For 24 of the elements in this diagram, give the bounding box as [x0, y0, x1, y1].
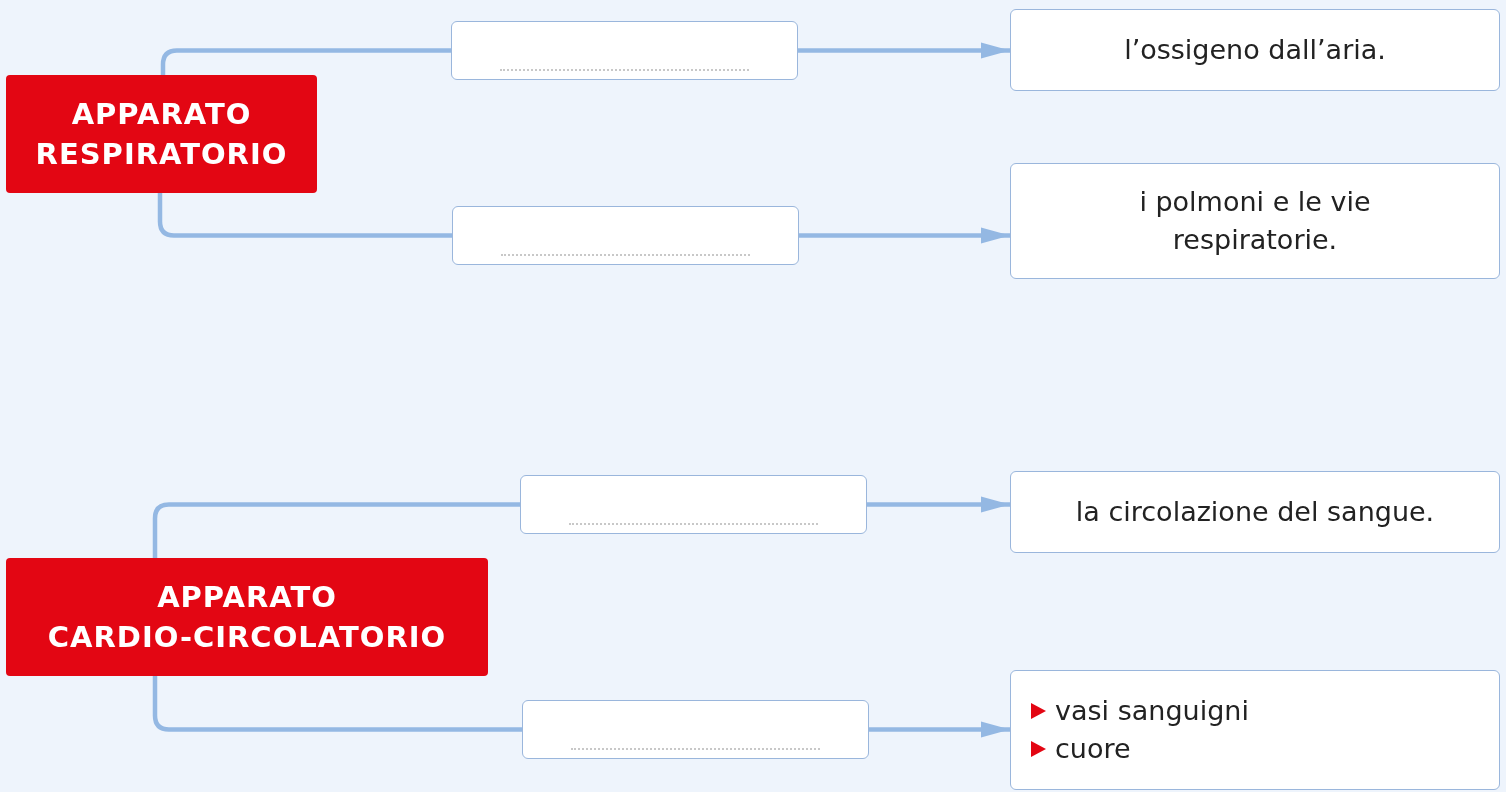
answer-text: la circolazione del sangue. — [1075, 495, 1435, 530]
arrow — [798, 42, 1010, 59]
fill-in-box — [452, 206, 799, 265]
answer-text: i polmoni e le vie respiratorie. — [1138, 185, 1372, 257]
answer-box — [1010, 9, 1500, 91]
answer-box — [1010, 163, 1500, 279]
heading-text: APPARATO RESPIRATORIO — [34, 96, 289, 173]
answer-box — [1010, 471, 1500, 553]
title-box — [6, 558, 488, 676]
arrow — [869, 721, 1010, 738]
answer-box — [1010, 670, 1500, 790]
bullet-item: cuore — [1029, 730, 1131, 768]
title-box — [6, 75, 317, 193]
fill-in-box — [520, 475, 867, 534]
arrow — [867, 496, 1010, 513]
heading-text: APPARATO CARDIO-CIRCOLATORIO — [46, 579, 448, 656]
bullet-item: vasi sanguigni — [1029, 692, 1249, 730]
fill-in-box — [451, 21, 798, 80]
connector-line — [152, 502, 520, 558]
fill-in-box — [522, 700, 869, 759]
connector-line — [152, 676, 522, 732]
answer-text: l’ossigeno dall’aria. — [1124, 33, 1386, 68]
arrow — [799, 227, 1010, 244]
connector-line — [157, 193, 452, 238]
